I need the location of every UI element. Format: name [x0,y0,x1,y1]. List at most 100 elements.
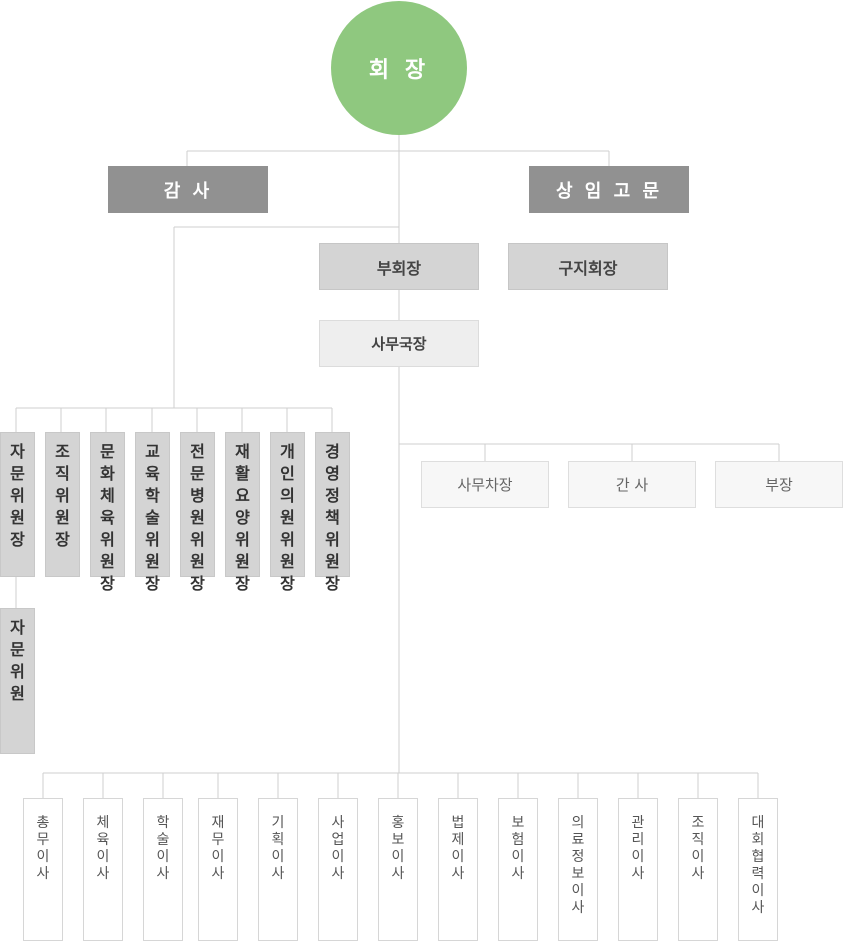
vertical-glyph: 이 [271,849,285,865]
vertical-glyph: 장 [190,574,205,593]
vertical-glyph: 활 [235,464,250,483]
vertical-glyph: 위 [55,486,70,505]
vertical-glyph: 보 [391,832,405,848]
president-label: 회 장 [368,58,430,83]
vertical-glyph: 홍 [391,815,405,831]
vertical-glyph: 관 [631,815,645,831]
staff-node: 부장 [715,461,843,508]
vertical-glyph: 사 [391,866,405,882]
vertical-glyph: 원 [55,508,70,527]
vertical-glyph: 장 [235,574,250,593]
vertical-glyph: 원 [325,552,340,571]
vertical-glyph: 경 [325,442,340,461]
vertical-glyph: 체 [96,815,110,831]
vertical-glyph: 험 [511,832,525,848]
vertical-glyph: 사 [211,866,225,882]
vertical-glyph: 장 [55,530,70,549]
vertical-glyph: 이 [156,849,170,865]
staff-node: 간 사 [568,461,696,508]
vertical-glyph: 료 [571,832,585,848]
staff-node: 사무차장 [421,461,549,508]
vertical-glyph: 개 [280,442,295,461]
vertical-glyph: 체 [100,486,115,505]
vertical-glyph: 사 [96,866,110,882]
vertical-glyph: 정 [571,849,585,865]
vertical-glyph: 력 [751,866,765,882]
vertical-glyph: 원 [280,508,295,527]
vertical-glyph: 원 [190,552,205,571]
standing-advisor-node: 상 임 고 문 [529,166,689,213]
vertical-glyph: 이 [691,849,705,865]
vertical-glyph: 회 [751,832,765,848]
vertical-glyph: 원 [10,684,25,703]
vertical-glyph: 직 [55,464,70,483]
vertical-glyph: 자 [10,618,25,637]
vertical-glyph: 사 [331,866,345,882]
vertical-glyph: 직 [691,832,705,848]
staff-label: 부장 [765,476,793,494]
vertical-glyph: 문 [10,640,25,659]
vertical-glyph: 이 [36,849,50,865]
vertical-glyph: 학 [145,486,160,505]
vertical-glyph: 이 [211,849,225,865]
vertical-glyph: 육 [145,464,160,483]
vertical-glyph: 화 [100,464,115,483]
vertical-glyph: 술 [145,508,160,527]
vertical-glyph: 장 [145,574,160,593]
vertical-glyph: 책 [325,508,340,527]
vertical-glyph: 무 [211,832,225,848]
vertical-glyph: 사 [631,866,645,882]
vertical-glyph: 위 [325,530,340,549]
vertical-glyph: 이 [451,849,465,865]
vertical-glyph: 장 [280,574,295,593]
vertical-glyph: 정 [325,486,340,505]
vertical-glyph: 무 [36,832,50,848]
vertical-glyph: 문 [100,442,115,461]
vertical-glyph: 이 [631,849,645,865]
vertical-glyph: 대 [751,815,765,831]
vertical-glyph: 이 [571,883,585,899]
vertical-glyph: 위 [10,662,25,681]
vertical-glyph: 문 [10,464,25,483]
vertical-glyph: 사 [36,866,50,882]
vertical-glyph: 재 [211,815,225,831]
vertical-glyph: 원 [190,508,205,527]
vertical-glyph: 육 [96,832,110,848]
vertical-glyph: 병 [190,486,205,505]
vertical-glyph: 문 [190,464,205,483]
vertical-glyph: 원 [145,552,160,571]
vertical-glyph: 원 [280,552,295,571]
vertical-glyph: 보 [511,815,525,831]
vertical-glyph: 획 [271,832,285,848]
vertical-glyph: 사 [691,866,705,882]
vertical-glyph: 원 [10,508,25,527]
vice-president-label: 부회장 [376,258,422,278]
vertical-glyph: 조 [55,442,70,461]
